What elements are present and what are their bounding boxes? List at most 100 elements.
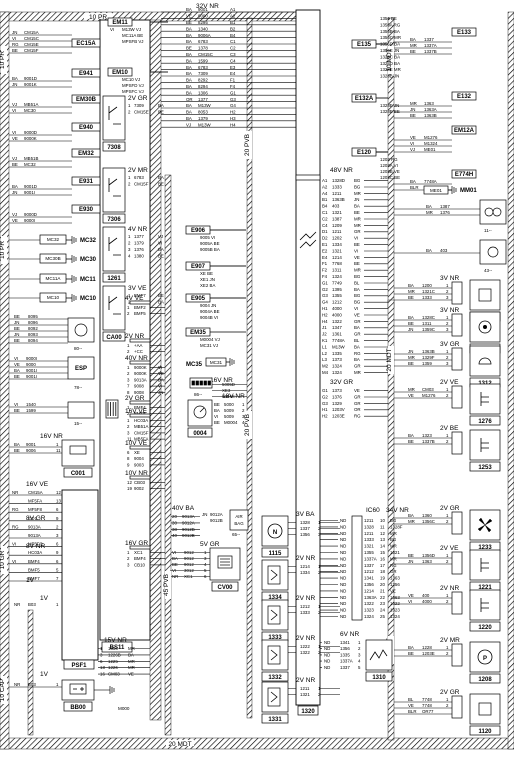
c1312-conn: 3V GR	[440, 341, 460, 348]
wire-info: 1328C BA	[380, 54, 400, 59]
wire-number: 1226B	[108, 652, 121, 657]
wire-number: 1337B	[422, 439, 435, 444]
pin-id: 1	[127, 550, 130, 555]
wire-color: BA	[12, 184, 18, 189]
wire-color: VE	[12, 136, 18, 141]
wire-number: CB10	[134, 562, 146, 567]
wire-number: 4000	[332, 306, 342, 311]
wire-color: BA	[14, 442, 20, 447]
wire-color: BE	[12, 162, 18, 167]
wire-color: BA	[186, 52, 192, 57]
wire-color: VI	[354, 248, 358, 253]
pin-id: 6	[56, 507, 59, 512]
pin-id: E3	[230, 65, 236, 70]
nd-label: ND	[340, 569, 346, 574]
wire-number: 7309	[134, 103, 144, 108]
c1233-conn: 2V GR	[440, 505, 460, 512]
component-c001-conn: 16V NR	[40, 433, 63, 440]
wire-color: BA	[158, 175, 164, 180]
relay-7306-label: 7306	[107, 217, 121, 223]
splice-E132A	[351, 93, 377, 103]
wire-number: +AA	[134, 343, 142, 348]
wire-number: 1321C	[422, 289, 435, 294]
wire-number: 7748	[422, 697, 432, 702]
mm01-label: MM01	[460, 188, 477, 194]
wire-number: 1359	[422, 361, 432, 366]
wire-color: BE	[158, 110, 164, 115]
pin-id: 1	[242, 402, 245, 407]
wire-number: M13W	[198, 103, 212, 108]
airbag-body	[229, 509, 249, 531]
wire-number: 1212	[332, 300, 342, 305]
wire-number: MC30	[24, 108, 36, 113]
wire-number: CO1	[28, 516, 38, 521]
wire-number: 1222	[300, 644, 310, 649]
pin-id: 17	[380, 563, 385, 568]
pin-id: C1	[322, 210, 328, 215]
wire-number: +CC	[134, 349, 143, 354]
pin-id: 1	[318, 564, 321, 569]
c1321-conn: 3V NR	[440, 275, 459, 282]
pin-id: H2	[322, 312, 328, 317]
wire-number: 1356	[364, 582, 374, 587]
wire-number: 1380	[134, 254, 144, 259]
ic60-label: IC60	[366, 507, 380, 514]
pin-id: 2	[358, 646, 361, 651]
wire-color: BA	[186, 116, 192, 121]
nd-label: ND	[340, 518, 346, 523]
wire-number: 1226	[108, 665, 118, 670]
pin-id: 1	[318, 604, 321, 609]
pin-id: 1	[446, 513, 449, 518]
pin-id: G2	[322, 394, 328, 399]
pin-id: 1	[446, 645, 449, 650]
wire-color: BE	[214, 402, 220, 407]
wire-color: BA	[408, 315, 414, 320]
wire-color: BE	[214, 420, 220, 425]
wire-info: 9004B VI	[200, 315, 218, 320]
splice-EM10	[107, 67, 133, 77]
c1276-sensor-icon	[480, 392, 489, 406]
ground-symbol	[226, 358, 235, 366]
wire-number: 8295	[198, 20, 208, 25]
wire-color: VI	[214, 414, 218, 419]
c86-conn: 16V NR	[210, 377, 233, 384]
c1321-lamp-icon	[478, 288, 492, 302]
wire-number: 9001D	[24, 76, 37, 81]
wire-color: BE	[408, 439, 414, 444]
pin-id: 3	[446, 327, 449, 332]
wire-color: JN	[408, 559, 413, 564]
psf-conn-label: 15V NR	[104, 637, 127, 644]
harness-label-right-top: 10 MDT	[386, 48, 393, 71]
wire-number: 1211	[332, 229, 342, 234]
pin-id: E4	[322, 255, 328, 260]
pin-id: 1	[446, 433, 449, 438]
wire-number: M1276	[424, 135, 438, 140]
harness-label-mid-b: 20 PVB	[244, 414, 251, 436]
wire-info: MC10 VJ	[122, 77, 140, 82]
wire-color: JN	[354, 197, 359, 202]
wire-color: VE	[408, 393, 414, 398]
wire-info: 1363	[390, 576, 400, 581]
lamp-icon	[484, 207, 502, 217]
wire-color: JN	[14, 332, 19, 337]
wire-number: MB51A	[134, 424, 148, 429]
wire-number: 1324	[332, 364, 342, 369]
wire-color: VE	[128, 672, 134, 677]
splice-E132-label: E132	[457, 94, 472, 100]
pin-id: C4	[322, 223, 328, 228]
nd-label: ND	[340, 524, 346, 529]
pin-id: 2	[446, 703, 449, 708]
wire-color: BL	[408, 697, 414, 702]
pin-id: C2	[230, 46, 236, 51]
wire-color: JN	[14, 320, 19, 325]
wire-number: CM15A	[28, 490, 43, 495]
wire-number: CM03	[422, 387, 434, 392]
wire-color: BE	[14, 338, 20, 343]
pin-id: 1	[127, 405, 130, 410]
wire-number: BMF7	[28, 576, 40, 581]
wire-info: 1328E MR	[380, 67, 401, 72]
wire-color: GR	[354, 332, 361, 337]
wire-number: MB51B	[24, 156, 38, 161]
c006-conn: 18V NR	[222, 393, 245, 400]
wire-number: 403	[440, 248, 448, 253]
